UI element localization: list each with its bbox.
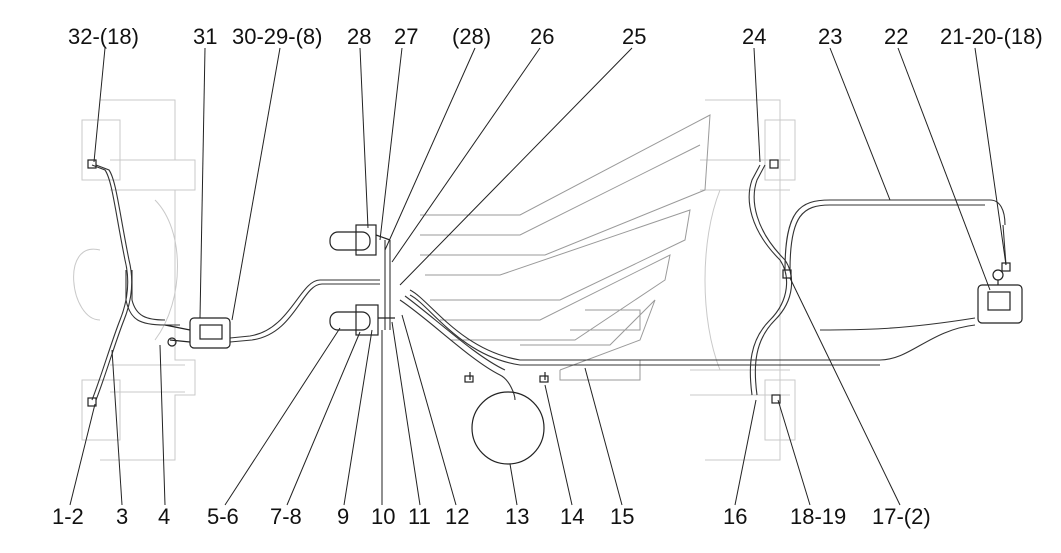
- brake-chamber-upper: [329, 224, 391, 256]
- label-14: 14: [560, 504, 584, 529]
- label-21-20-18: 21-20-(18): [940, 24, 1043, 49]
- label-16: 16: [723, 504, 747, 529]
- label-7-8: 7-8: [270, 504, 302, 529]
- label-paren-28: (28): [452, 24, 491, 49]
- rear-axle-outline: [690, 99, 796, 461]
- label-11: 11: [408, 504, 431, 529]
- label-5-6: 5-6: [207, 504, 239, 529]
- brake-chamber-lower: [329, 304, 395, 336]
- label-1-2: 1-2: [52, 504, 84, 529]
- label-9: 9: [337, 504, 349, 529]
- label-24: 24: [742, 24, 766, 49]
- label-4: 4: [158, 504, 170, 529]
- frame-lines: [420, 114, 711, 381]
- label-10: 10: [371, 504, 395, 529]
- label-32-18: 32-(18): [68, 24, 139, 49]
- label-23: 23: [818, 24, 842, 49]
- label-30-29-8: 30-29-(8): [232, 24, 322, 49]
- label-26: 26: [530, 24, 554, 49]
- label-15: 15: [610, 504, 634, 529]
- label-22: 22: [884, 24, 908, 49]
- label-27: 27: [394, 24, 418, 49]
- fittings: [87, 159, 1011, 407]
- label-13: 13: [505, 504, 529, 529]
- label-31: 31: [193, 24, 217, 49]
- label-28: 28: [347, 24, 371, 49]
- leader-lines: [69, 47, 1007, 506]
- air-tank-13: [464, 372, 549, 465]
- label-17-2: 17-(2): [872, 504, 931, 529]
- relay-valve-31: [164, 317, 231, 349]
- top-labels: 32-(18) 31 30-29-(8) 28 27 (28) 26 25 24…: [68, 24, 1043, 49]
- brake-lines: [91, 164, 1007, 401]
- bottom-labels: 1-2 3 4 5-6 7-8 9 10 11 12 13 14 15 16 1…: [52, 504, 931, 529]
- label-3: 3: [116, 504, 128, 529]
- relay-valve-22: [977, 269, 1023, 324]
- label-12: 12: [445, 504, 469, 529]
- front-axle-outline: [73, 99, 196, 461]
- label-18-19: 18-19: [790, 504, 846, 529]
- label-25: 25: [622, 24, 646, 49]
